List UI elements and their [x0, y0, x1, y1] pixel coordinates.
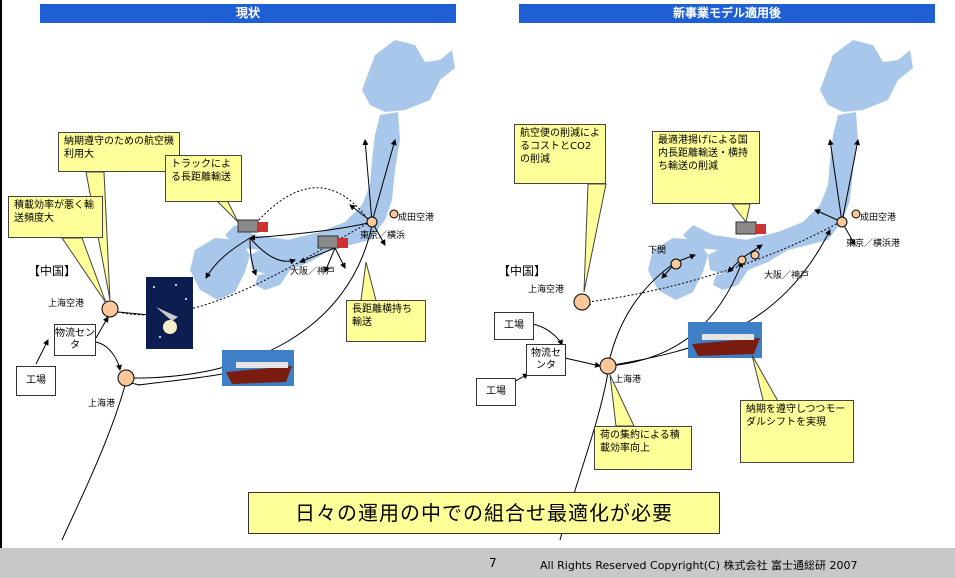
box-distribution-center-right: 物流センタ [526, 344, 566, 376]
region-china-left: 【中国】 [28, 264, 77, 278]
node-shanghai-airport-right [573, 293, 591, 311]
truck-icon-left-2 [317, 235, 348, 249]
logistics-map-diagram [35, 40, 913, 541]
label-tokyo-left: 東京／横浜 [360, 231, 406, 241]
label-osaka-right: 大阪／神戸 [764, 271, 810, 281]
node-tokyo-right [836, 216, 848, 228]
label-osaka-left: 大阪／神戸 [290, 267, 336, 277]
truck-icon-right [735, 221, 766, 235]
left-header: 現状 [40, 4, 456, 23]
label-shanghai-port-right: 上海港 [614, 375, 642, 385]
ship-icon-left [222, 350, 294, 386]
callout-coastal: 長距離横持ち輸送 [346, 300, 426, 342]
truck-icon-left-1 [237, 219, 268, 233]
callout-truck: トラックによる長距離輸送 [165, 155, 242, 202]
region-china-right: 【中国】 [498, 264, 547, 278]
node-shanghai-airport-left [101, 300, 119, 318]
footer-bar [0, 548, 955, 578]
ship-icon-right [688, 322, 762, 358]
callout-air-reduction: 航空便の削減によるコストとCO2の削減 [514, 124, 606, 184]
label-shanghai-port-left: 上海港 [88, 399, 116, 409]
node-osaka-right-a [737, 255, 747, 265]
slide-frame [0, 0, 2, 548]
label-narita-left: 成田空港 [398, 213, 435, 223]
node-narita-right [851, 209, 861, 219]
nodes-left [101, 209, 399, 387]
label-shimonoseki: 下関 [648, 246, 667, 256]
nodes-right [573, 209, 861, 375]
callout-aircraft: 納期遵守のための航空機利用大 [58, 132, 180, 172]
box-distribution-center-left: 物流センタ [54, 324, 96, 356]
page-number: 7 [489, 556, 497, 570]
right-header: 新事業モデル適用後 [519, 4, 935, 23]
label-shanghai-airport-left: 上海空港 [48, 299, 85, 309]
label-narita-right: 成田空港 [860, 213, 897, 223]
node-narita-left [389, 209, 399, 219]
box-factory-right-1: 工場 [494, 312, 534, 340]
japan-map-left [190, 40, 455, 300]
label-shanghai-airport-right: 上海空港 [528, 285, 565, 295]
callout-modal-shift: 納期を遵守しつつモーダルシフトを実現 [740, 400, 854, 463]
box-factory-right-2: 工場 [476, 378, 516, 406]
callout-load-efficiency: 積載効率が悪く輸送頻度大 [8, 196, 103, 238]
node-osaka-right-b [750, 250, 760, 260]
node-shimonoseki [670, 258, 682, 270]
label-tokyo-right: 東京／横浜港 [846, 239, 901, 249]
node-shanghai-port-left [117, 369, 135, 387]
conclusion-banner: 日々の運用の中での組合せ最適化が必要 [248, 492, 720, 534]
node-shanghai-port-right [599, 357, 617, 375]
box-factory-left: 工場 [16, 366, 56, 396]
callout-consolidation: 荷の集約による積載効率向上 [594, 426, 692, 470]
node-tokyo-left [366, 216, 378, 228]
copyright-text: All Rights Reserved Copyright(C) 株式会社 富士… [540, 559, 858, 572]
night-flight-image [146, 277, 193, 349]
callout-domestic-reduction: 最適港揚げによる国内長距離輸送・横持ち輸送の削減 [652, 131, 760, 204]
